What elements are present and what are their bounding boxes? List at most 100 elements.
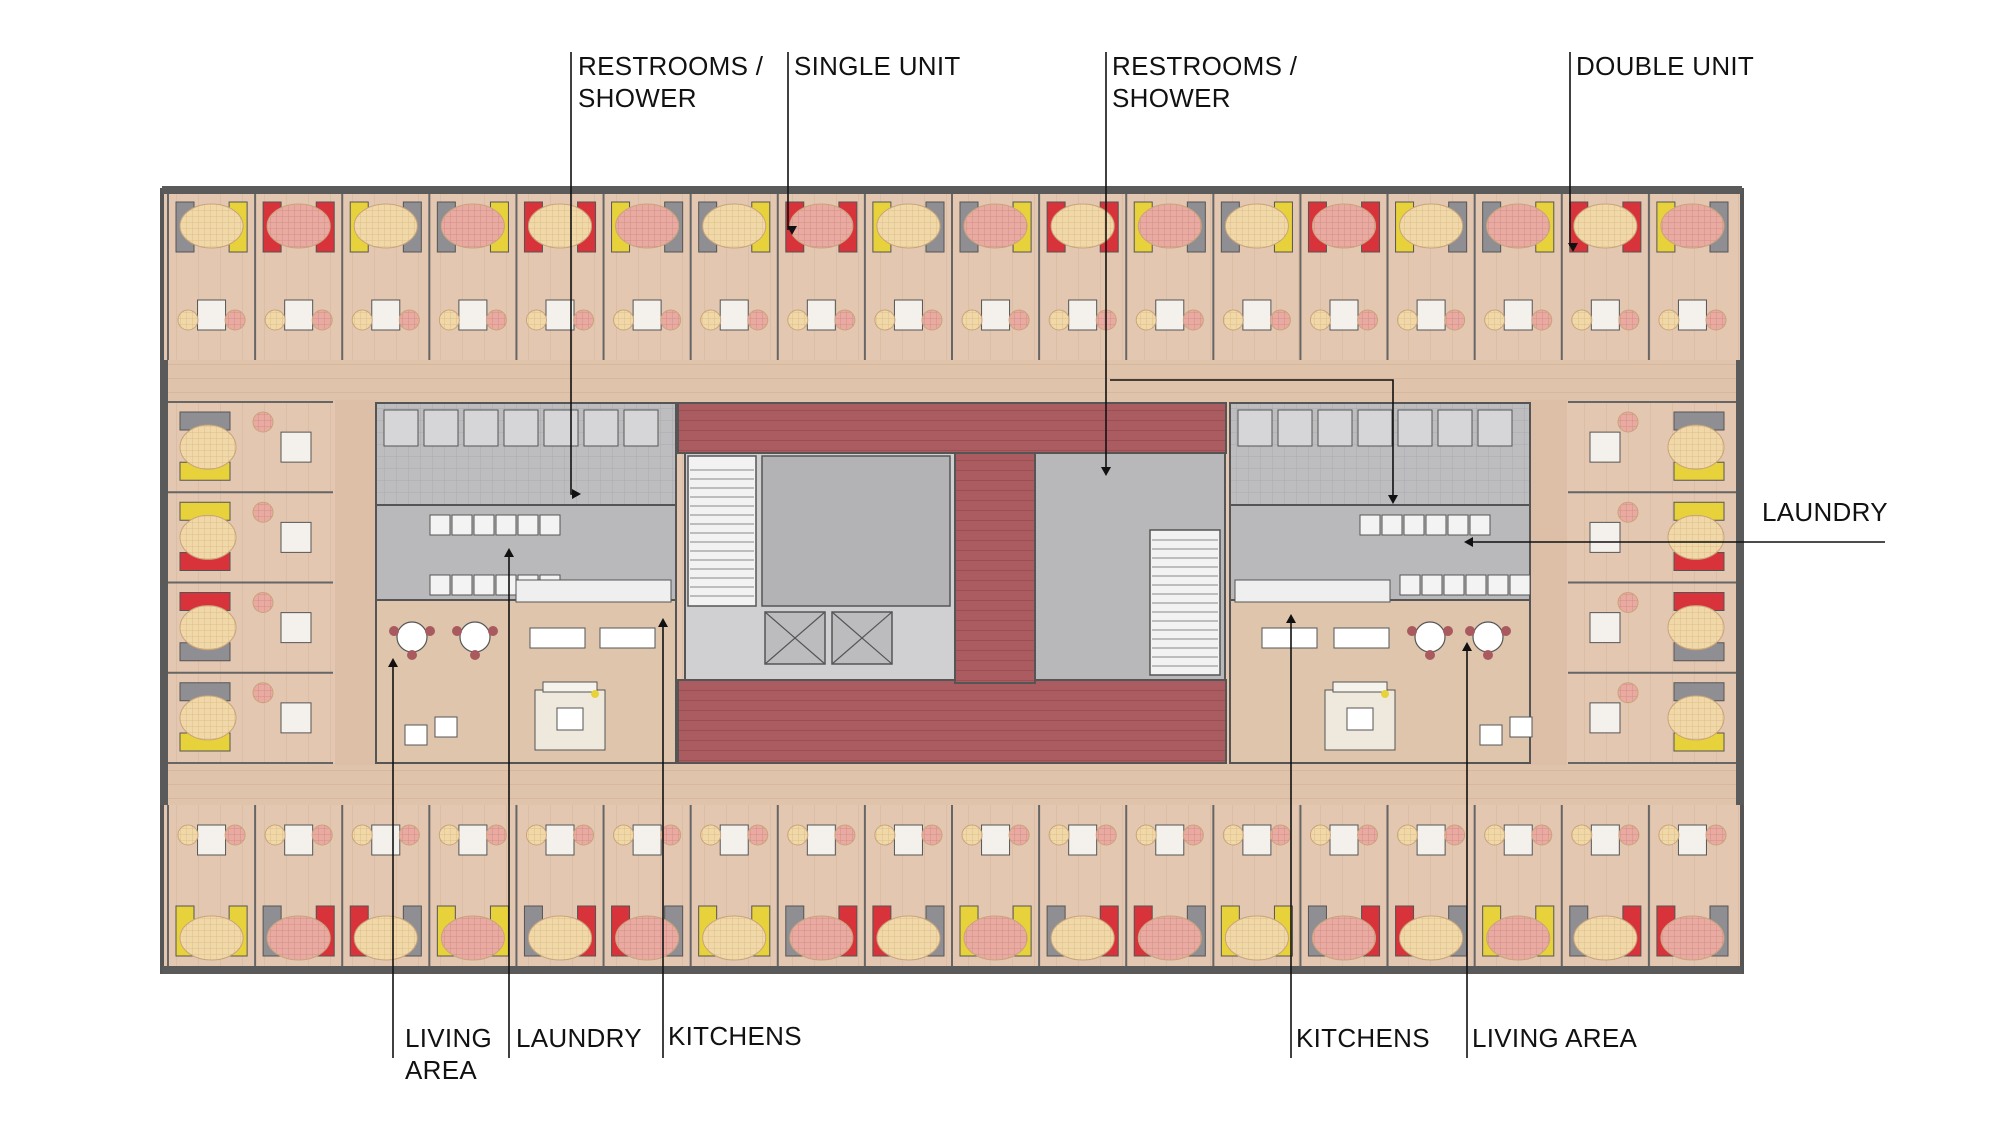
chair — [1617, 682, 1639, 704]
lounge-rug — [1324, 689, 1396, 751]
restroom-stall — [423, 409, 459, 447]
laundry-machine — [1465, 574, 1487, 596]
common-furniture — [383, 409, 1533, 751]
desk — [1242, 824, 1272, 856]
callout-laundry-bottom: LAUNDRY — [516, 1023, 642, 1053]
desk — [280, 521, 312, 553]
chair — [700, 824, 722, 846]
rug — [179, 915, 244, 961]
chair — [1407, 626, 1417, 636]
chair — [438, 824, 460, 846]
elevator-2-x — [831, 611, 893, 665]
chair — [921, 309, 943, 331]
coffee-table — [556, 707, 584, 731]
restroom-stall — [583, 409, 619, 447]
kitchen-counter — [1234, 579, 1391, 603]
desk — [893, 299, 923, 331]
arrowhead — [1568, 243, 1578, 252]
kitchen-counter — [515, 579, 672, 603]
rug — [1050, 915, 1115, 961]
leader-lines — [388, 52, 1885, 1058]
restroom-stall — [1397, 409, 1433, 447]
bottom-unit-row — [167, 805, 1729, 966]
rug — [702, 915, 767, 961]
desk — [280, 702, 312, 734]
chair — [834, 824, 856, 846]
rug — [789, 203, 854, 249]
laundry-machine — [451, 574, 473, 596]
round-table — [1414, 621, 1446, 653]
circulation-middle — [954, 452, 1036, 684]
chair — [1443, 626, 1453, 636]
elevator-1-x — [764, 611, 826, 665]
arrowhead — [658, 618, 668, 627]
desk — [1503, 824, 1533, 856]
round-table — [396, 621, 428, 653]
chair — [1531, 824, 1553, 846]
chair — [1425, 650, 1435, 660]
rug — [1667, 695, 1725, 741]
callout-kitchens-right: KITCHENS — [1296, 1023, 1430, 1053]
rug — [1137, 915, 1202, 961]
chair — [573, 824, 595, 846]
chair — [1705, 309, 1727, 331]
left-unit-column — [168, 401, 333, 764]
laundry-machine — [495, 574, 517, 596]
desk — [458, 299, 488, 331]
chair — [438, 309, 460, 331]
rug — [702, 203, 767, 249]
desk — [1416, 824, 1446, 856]
chair — [1571, 824, 1593, 846]
chair — [1008, 309, 1030, 331]
desk — [197, 299, 227, 331]
chair — [1531, 309, 1553, 331]
chair — [311, 309, 333, 331]
chair — [525, 824, 547, 846]
chair — [252, 682, 274, 704]
rug — [527, 915, 593, 961]
stair-left — [687, 455, 757, 607]
long-table — [529, 627, 586, 649]
chair — [1444, 309, 1466, 331]
rug — [1667, 424, 1725, 470]
round-table — [1472, 621, 1504, 653]
arrowhead — [1101, 467, 1111, 476]
desk — [1068, 824, 1098, 856]
chair — [874, 309, 896, 331]
laundry-machine — [429, 574, 451, 596]
chair — [1658, 309, 1680, 331]
chair — [787, 824, 809, 846]
circulation-bottom — [677, 679, 1227, 764]
chair — [485, 309, 507, 331]
rug — [527, 203, 593, 249]
laundry-machine — [451, 514, 473, 536]
chair — [961, 309, 983, 331]
chair — [1617, 501, 1639, 523]
rug — [1667, 605, 1725, 651]
chair — [488, 626, 498, 636]
rug — [1486, 203, 1551, 249]
desk — [1329, 824, 1359, 856]
rug — [179, 424, 237, 470]
chair — [224, 309, 246, 331]
desk — [1589, 521, 1621, 553]
chair — [921, 824, 943, 846]
chair — [787, 309, 809, 331]
desk — [632, 299, 662, 331]
rug — [789, 915, 854, 961]
chair — [177, 824, 199, 846]
chair — [252, 592, 274, 613]
callout-restrooms-shower-right: RESTROOMS /SHOWER — [1112, 50, 1297, 114]
chair — [1465, 626, 1475, 636]
long-table — [1261, 627, 1318, 649]
rug — [440, 915, 505, 961]
laundry-machine — [1447, 514, 1469, 536]
callout-line-1: RESTROOMS / — [578, 51, 764, 81]
restroom-stall — [1317, 409, 1353, 447]
desk — [284, 824, 314, 856]
laundry-machine — [1469, 514, 1491, 536]
chair — [1658, 824, 1680, 846]
chair — [311, 824, 333, 846]
callout-single-unit: SINGLE UNIT — [794, 51, 961, 81]
